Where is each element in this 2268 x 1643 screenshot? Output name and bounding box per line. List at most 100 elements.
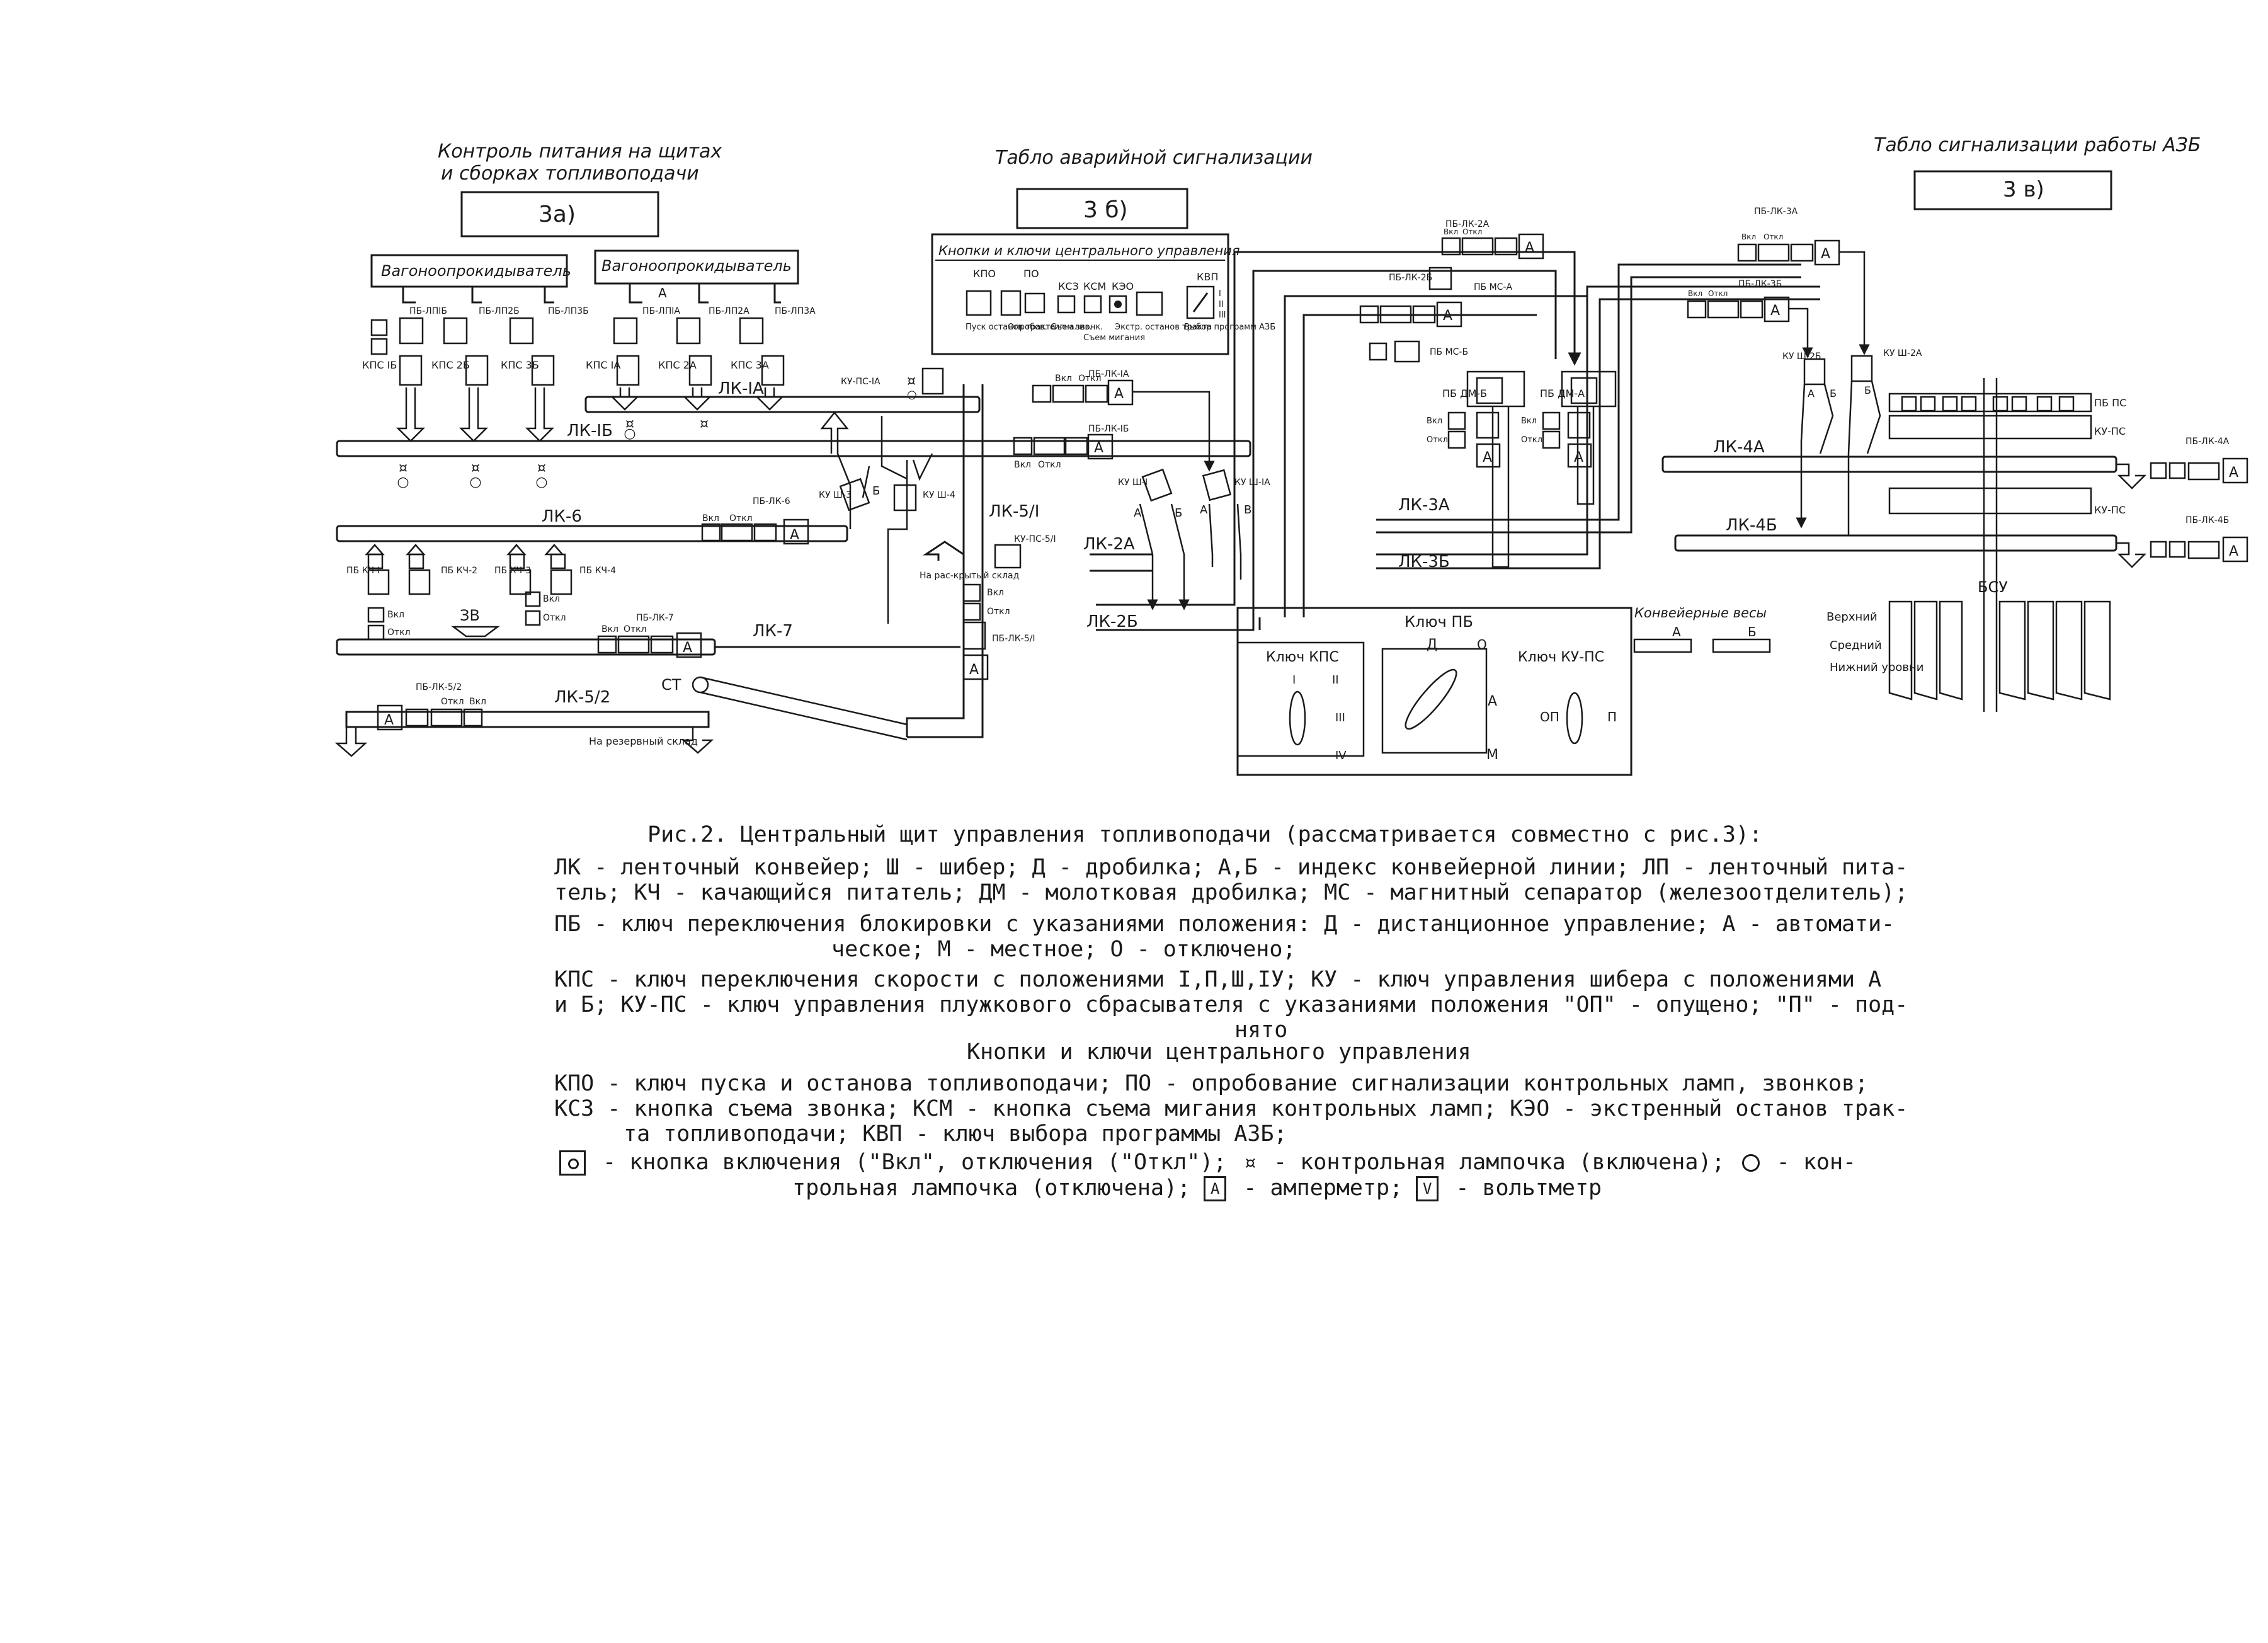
pb-lp3b-key[interactable]	[509, 317, 534, 345]
kps-2b-key[interactable]	[465, 355, 489, 386]
svg-text:КУ-ПС-5/I: КУ-ПС-5/I	[1014, 534, 1056, 544]
svg-text:ПБ-ЛК-5/2: ПБ-ЛК-5/2	[416, 682, 462, 692]
pb-lp1b-key[interactable]	[399, 317, 424, 345]
ku-sh2a-key[interactable]	[1850, 355, 1873, 382]
conveyor-lk-6: ЛК-6 А ПБ-ЛК-6 Вкл Откл	[336, 496, 848, 545]
conveyor-lk-1b: ЛК-IБ	[336, 421, 1251, 457]
ksz-button[interactable]	[1057, 295, 1076, 314]
svg-text:○: ○	[397, 474, 409, 490]
svg-text:В: В	[1244, 503, 1251, 517]
ku-sh1-key[interactable]	[1141, 468, 1173, 502]
svg-text:А: А	[1483, 450, 1492, 466]
caption-legend: - кнопка включения ("Вкл", отключения ("…	[559, 1150, 1856, 1201]
svg-text:Откл: Откл	[1708, 289, 1728, 298]
pb-lk-5-1-control	[962, 583, 989, 680]
kvp-key[interactable]	[1186, 285, 1215, 319]
svg-text:КСЗ: КСЗ	[1058, 280, 1079, 292]
voltmeter-legend-icon: V	[1416, 1176, 1439, 1201]
svg-text:ЛК-6: ЛК-6	[542, 507, 582, 526]
svg-text:ЛК-2Б: ЛК-2Б	[1086, 612, 1138, 631]
kps-1a-key[interactable]	[616, 355, 640, 386]
svg-text:А: А	[790, 527, 799, 543]
svg-text:ПБ КЧ-3: ПБ КЧ-3	[494, 566, 531, 576]
ku-sh1a-key[interactable]	[1202, 469, 1232, 501]
svg-text:КУ Ш-3: КУ Ш-3	[819, 490, 852, 500]
svg-text:КПС 3А: КПС 3А	[731, 359, 769, 371]
conveyor-scales: Конвейерные весы А Б	[1633, 605, 1771, 653]
kps-2a-key[interactable]	[688, 355, 712, 386]
ku-sh2b-key[interactable]	[1803, 358, 1826, 386]
svg-text:О: О	[1477, 637, 1487, 652]
svg-text:ЛК-2А: ЛК-2А	[1083, 535, 1135, 554]
svg-text:○: ○	[469, 474, 481, 490]
pb-lp1a-key[interactable]	[613, 317, 638, 345]
svg-text:Вкл: Вкл	[1014, 460, 1031, 470]
svg-text:А: А	[683, 640, 692, 656]
feeder-labels: ПБ-ЛПIБ ПБ-ЛП2Б ПБ-ЛП3Б ПБ-ЛПIА ПБ-ЛП2А …	[409, 306, 816, 316]
svg-text:А: А	[1094, 440, 1103, 456]
svg-text:Д: Д	[1427, 637, 1437, 653]
svg-text:Вкл: Вкл	[1688, 289, 1702, 298]
svg-text:Откл: Откл	[387, 627, 411, 638]
svg-text:КПС 2Б: КПС 2Б	[431, 359, 470, 371]
svg-text:ПБ-ЛК-IА: ПБ-ЛК-IА	[1088, 369, 1129, 379]
svg-text:ПБ-ЛК-3А: ПБ-ЛК-3А	[1754, 207, 1798, 217]
spare-button[interactable]	[1136, 291, 1163, 316]
svg-text:Выбор программ АЗБ: Выбор программ АЗБ	[1184, 323, 1275, 332]
svg-text:Б: Б	[872, 484, 880, 498]
svg-text:ПБ МС-Б: ПБ МС-Б	[1430, 347, 1468, 357]
svg-text:ПБ КЧ-4: ПБ КЧ-4	[579, 566, 616, 576]
ku-ps-5-1: КУ-ПС-5/I	[994, 534, 1056, 569]
section-box-3b: 3 б)	[1083, 197, 1128, 223]
svg-text:¤: ¤	[625, 416, 634, 432]
kpo-key[interactable]	[966, 290, 992, 316]
ku-sh4-key[interactable]	[893, 484, 917, 512]
svg-text:А: А	[1443, 308, 1452, 324]
svg-text:А: А	[1770, 303, 1780, 319]
svg-text:ПБ-ЛК-6: ПБ-ЛК-6	[753, 496, 790, 507]
svg-text:ЛК-7: ЛК-7	[753, 622, 793, 641]
svg-text:ПБ-ЛК-3Б: ПБ-ЛК-3Б	[1738, 279, 1782, 289]
svg-text:Съем звонк.: Съем звонк.	[1051, 323, 1103, 332]
conveyor-lk-3a	[1376, 263, 1801, 534]
caption-paragraph-3: КПС - ключ переключения скорости с полож…	[554, 967, 1908, 1043]
pb-lp2b-key[interactable]	[443, 317, 468, 345]
svg-text:КПС IБ: КПС IБ	[362, 359, 397, 371]
po-key[interactable]	[1024, 292, 1046, 314]
pb-lp2a-key[interactable]	[676, 317, 701, 345]
svg-text:Съем мигания: Съем мигания	[1083, 333, 1145, 343]
svg-text:¤: ¤	[399, 461, 407, 476]
svg-text:¤: ¤	[471, 461, 480, 476]
svg-text:ЗВ: ЗВ	[460, 607, 480, 624]
ku-ps-1a-key[interactable]	[921, 367, 944, 395]
ksm-button[interactable]	[1083, 295, 1102, 314]
kps-3a-key[interactable]	[761, 355, 785, 386]
ku-sh3-key[interactable]	[839, 478, 870, 512]
kps-1b-key[interactable]	[399, 355, 423, 386]
feeder-controls	[370, 317, 785, 386]
ku-ps-5-1-key[interactable]	[994, 544, 1022, 569]
svg-text:КУ Ш-2А: КУ Ш-2А	[1883, 348, 1922, 358]
section-box-3v: 3 в)	[2003, 177, 2044, 202]
pb-lk-4a-control	[2150, 457, 2248, 484]
svg-text:I: I	[1219, 289, 1221, 299]
shiber-ku-sh1	[1139, 468, 1242, 610]
svg-text:IV: IV	[1335, 749, 1347, 762]
svg-text:Табло аварийной сигнализации: Табло аварийной сигнализации	[995, 147, 1313, 169]
svg-text:ПБ-ЛП2А: ПБ-ЛП2А	[709, 306, 749, 316]
svg-text:Вкл: Вкл	[601, 624, 618, 634]
indicator-lamps-lk1: ¤¤○ ¤¤¤ ○○○	[397, 416, 709, 490]
pb-lk-3a-control	[1737, 239, 1870, 355]
svg-text:Откл: Откл	[1764, 232, 1783, 241]
svg-text:Вкл: Вкл	[1741, 232, 1756, 241]
svg-text:Конвейерные весы: Конвейерные весы	[1634, 605, 1767, 621]
svg-text:Вкл: Вкл	[702, 513, 719, 524]
kps-3b-key[interactable]	[531, 355, 555, 386]
po-switch[interactable]	[1000, 290, 1022, 316]
svg-text:Ключ КУ-ПС: Ключ КУ-ПС	[1518, 650, 1604, 665]
shiber-ku-sh3	[820, 411, 933, 624]
svg-text:ОП: ОП	[1540, 709, 1559, 724]
pb-lp3a-key[interactable]	[739, 317, 764, 345]
svg-text:ЛК-IБ: ЛК-IБ	[567, 421, 613, 440]
keo-button[interactable]	[1108, 295, 1127, 314]
